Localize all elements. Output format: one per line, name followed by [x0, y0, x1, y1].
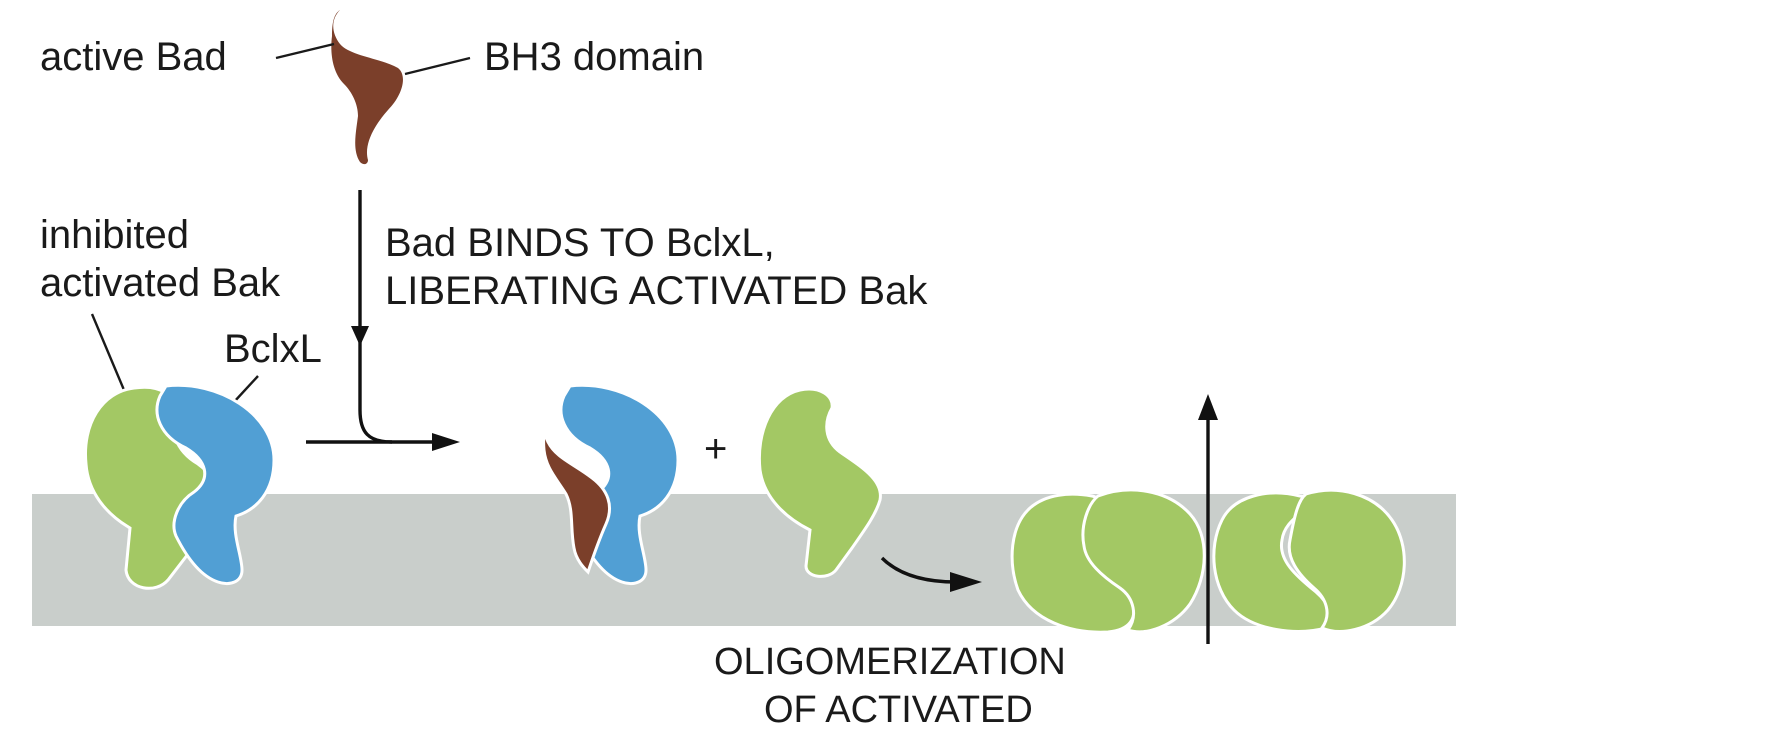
liberated-bak — [757, 387, 882, 578]
inhibited-label-line2: activated Bak — [40, 261, 281, 305]
active-bad-shape — [331, 10, 403, 165]
liberated-bak-protein — [757, 387, 882, 578]
bak-oligomer-pair-2 — [1212, 488, 1406, 633]
bh3-domain-label: BH3 domain — [484, 35, 704, 79]
step1-label-line2: LIBERATING ACTIVATED Bak — [385, 269, 928, 313]
plus-sign: + — [704, 427, 727, 471]
inhibited-bak-leader — [90, 313, 126, 391]
down-arrowhead — [351, 326, 369, 346]
bclxl-leader — [233, 375, 259, 403]
curved-arrow-path — [880, 556, 957, 584]
right-arrowhead — [432, 433, 460, 451]
step1-label-line1: Bad BINDS TO BclxL, — [385, 221, 775, 265]
oligomerization-label-line2: OF ACTIVATED — [764, 689, 1033, 731]
bclxl-label: BclxL — [224, 327, 322, 371]
bak-oligomer-pair-1 — [1010, 488, 1206, 634]
bh3-domain-leader — [404, 56, 471, 76]
bound-bad-protein — [542, 408, 611, 575]
active-bad-leader — [275, 42, 335, 60]
active-bad-protein — [331, 10, 403, 165]
curved-arrowhead — [950, 572, 982, 592]
inhibited-label-line1: inhibited — [40, 213, 189, 257]
oligomer-bak-2b — [1287, 488, 1406, 633]
active-bad-label: active Bad — [40, 35, 227, 79]
oligomerization-label-line1: OLIGOMERIZATION — [714, 641, 1066, 683]
oligomer-bak-1b — [1081, 488, 1206, 634]
bad-bclxl-complex — [542, 383, 680, 585]
release-arrowhead — [1198, 394, 1218, 420]
